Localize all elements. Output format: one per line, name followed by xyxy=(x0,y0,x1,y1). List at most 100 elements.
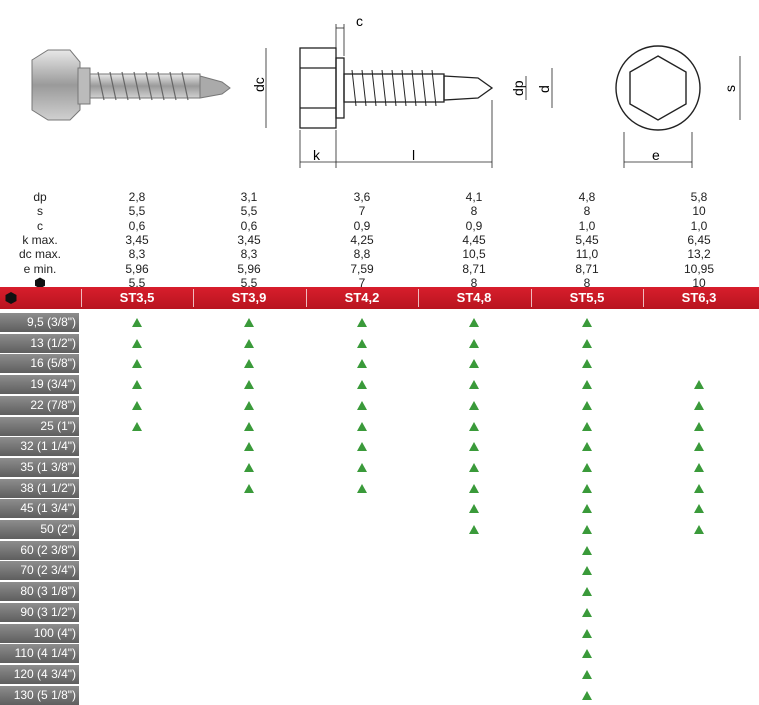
column-separator xyxy=(531,289,532,307)
available-marker-icon xyxy=(582,607,592,617)
available-marker-icon xyxy=(244,380,254,390)
spec-value: 4,45 xyxy=(462,232,486,247)
column-separator xyxy=(81,289,82,307)
column-separator xyxy=(306,289,307,307)
spec-value: 8,8 xyxy=(353,247,371,262)
available-marker-icon xyxy=(469,318,479,327)
available-marker-icon xyxy=(357,338,367,348)
available-marker-icon xyxy=(582,690,592,700)
spec-label: c xyxy=(37,218,43,233)
available-marker-icon xyxy=(694,504,704,514)
length-label: 45 (1 3/4") xyxy=(0,499,79,519)
available-marker-icon xyxy=(244,318,254,327)
length-label: 35 (1 3/8") xyxy=(0,457,79,477)
available-marker-icon xyxy=(582,545,592,555)
spec-value: 3,6 xyxy=(353,190,371,204)
spec-value: 1,0 xyxy=(690,218,708,233)
spec-value: 13,2 xyxy=(687,247,711,262)
spec-value: 8,71 xyxy=(462,261,486,276)
length-label: 80 (3 1/8") xyxy=(0,582,79,602)
spec-value: 10 xyxy=(692,275,706,290)
spec-value: 0,9 xyxy=(465,218,483,233)
spec-label: s xyxy=(37,204,43,219)
size-column-header: ST4,8 xyxy=(456,290,492,305)
spec-value: 8,3 xyxy=(128,247,146,262)
available-marker-icon xyxy=(694,400,704,410)
available-marker-icon xyxy=(244,400,254,410)
dim-dp-label: dp xyxy=(510,80,526,96)
length-label: 22 (7/8") xyxy=(0,395,79,415)
available-marker-icon xyxy=(132,318,142,327)
length-label: 70 (2 3/4") xyxy=(0,561,79,581)
length-label: 19 (3/4") xyxy=(0,375,79,395)
dim-e-label: e xyxy=(652,147,660,163)
available-marker-icon xyxy=(582,318,592,327)
spec-value: 10,5 xyxy=(462,247,486,262)
screw-side-drawing xyxy=(265,24,553,168)
available-marker-icon xyxy=(582,525,592,534)
available-marker-icon xyxy=(694,421,704,431)
available-marker-icon xyxy=(469,421,479,431)
length-label: 32 (1 1/4") xyxy=(0,437,79,457)
available-marker-icon xyxy=(132,380,142,390)
spec-label: dc max. xyxy=(18,247,61,262)
available-marker-icon xyxy=(582,421,592,431)
length-label: 110 (4 1/4") xyxy=(0,644,79,664)
available-marker-icon xyxy=(582,649,592,659)
hex-wrench-icon xyxy=(35,277,45,289)
column-separator xyxy=(643,289,644,307)
spec-value: 7 xyxy=(358,204,366,219)
spec-value: 3,45 xyxy=(125,232,149,247)
spec-value: 4,25 xyxy=(350,232,374,247)
dim-l-label: l xyxy=(412,147,415,163)
available-marker-icon xyxy=(132,338,142,348)
spec-value: 3,1 xyxy=(240,190,258,204)
available-marker-icon xyxy=(469,525,479,534)
spec-value: 2,8 xyxy=(128,190,146,204)
length-label: 100 (4") xyxy=(0,623,79,643)
available-marker-icon xyxy=(357,442,367,452)
spec-value: 8 xyxy=(470,204,478,219)
available-marker-icon xyxy=(469,442,479,452)
available-marker-icon xyxy=(694,442,704,452)
spec-value: 8 xyxy=(583,204,591,219)
screw-photo xyxy=(31,49,231,121)
length-label: 38 (1 1/2") xyxy=(0,478,79,498)
available-marker-icon xyxy=(132,400,142,410)
spec-label: k max. xyxy=(22,232,58,247)
available-marker-icon xyxy=(694,483,704,493)
spec-value: 5,45 xyxy=(575,232,599,247)
available-marker-icon xyxy=(582,587,592,597)
dim-c-label: c xyxy=(356,13,363,29)
dim-d-label: d xyxy=(536,85,552,93)
spec-value: 8,3 xyxy=(240,247,258,262)
available-marker-icon xyxy=(132,421,142,431)
spec-value: 5,5 xyxy=(240,275,258,290)
dim-dc-label: dc xyxy=(251,77,267,92)
available-marker-icon xyxy=(244,462,254,472)
column-separator xyxy=(193,289,194,307)
spec-value: 4,1 xyxy=(465,190,483,204)
available-marker-icon xyxy=(244,359,254,369)
spec-label: dp xyxy=(33,190,47,204)
available-marker-icon xyxy=(582,628,592,638)
available-marker-icon xyxy=(469,504,479,514)
spec-value: 5,5 xyxy=(240,204,258,219)
available-marker-icon xyxy=(582,338,592,348)
spec-value: 0,6 xyxy=(128,218,146,233)
available-marker-icon xyxy=(357,421,367,431)
column-separator xyxy=(418,289,419,307)
spec-value: 8,71 xyxy=(575,261,599,276)
spec-value: 5,96 xyxy=(237,261,261,276)
available-marker-icon xyxy=(357,359,367,369)
spec-value: 5,96 xyxy=(125,261,149,276)
available-marker-icon xyxy=(244,338,254,348)
available-marker-icon xyxy=(582,669,592,679)
size-column-header: ST4,2 xyxy=(344,290,380,305)
available-marker-icon xyxy=(357,380,367,390)
